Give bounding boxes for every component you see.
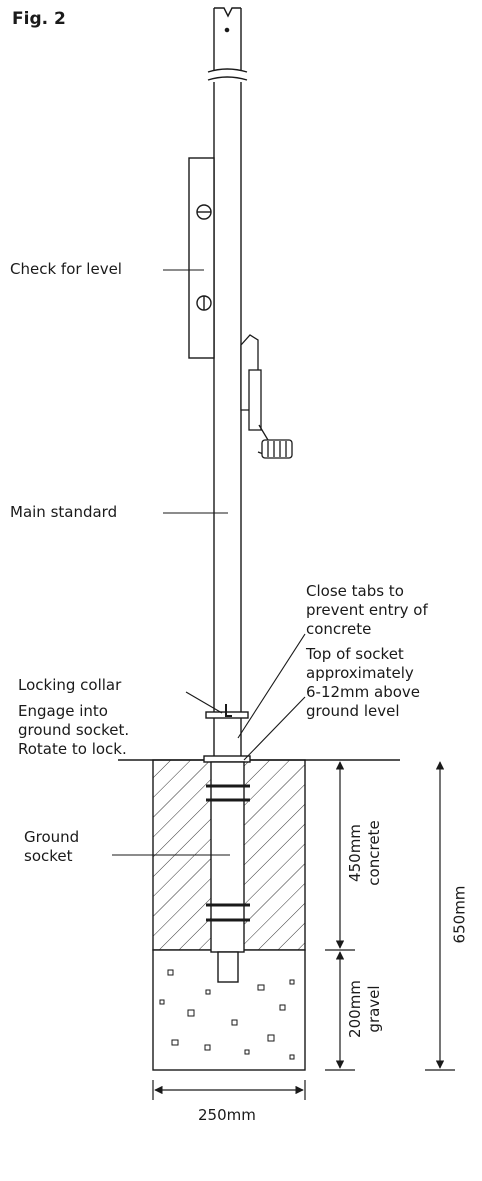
top-socket-label: Top of socket approximately 6-12mm above… (306, 645, 420, 721)
leader-lines (112, 269, 306, 856)
ground-socket (203, 755, 251, 983)
top-socket-line-4: ground level (306, 702, 400, 720)
main-standard-label: Main standard (10, 503, 118, 521)
concrete-dimension-value: 450mm (346, 824, 364, 882)
top-socket-line-1: Top of socket (306, 645, 404, 663)
engage-line-3: Rotate to lock. (18, 740, 127, 758)
concrete-dimension-material: concrete (365, 820, 383, 886)
engage-instructions: Engage into ground socket. Rotate to loc… (18, 702, 129, 759)
gravel-dimension-material: gravel (365, 985, 383, 1033)
close-tabs-line-2: prevent entry of (306, 601, 428, 619)
concrete-dimension-label: 450mm concrete (346, 813, 384, 893)
gravel-dimension-label: 200mm gravel (346, 969, 384, 1049)
ground-socket-label: Ground socket (24, 828, 79, 866)
locking-collar-label: Locking collar (18, 676, 122, 694)
dimension-lines (152, 761, 455, 1100)
ground-socket-line-2: socket (24, 847, 73, 865)
ground-socket-line-1: Ground (24, 828, 80, 846)
close-tabs-label: Close tabs to prevent entry of concrete (306, 582, 428, 639)
width-dimension-label: 250mm (198, 1106, 256, 1124)
gravel-dimension-value: 200mm (346, 980, 364, 1038)
close-tabs-line-1: Close tabs to (306, 582, 404, 600)
engage-line-2: ground socket. (18, 721, 130, 739)
close-tabs-line-3: concrete (306, 620, 372, 638)
side-bracket (240, 334, 293, 459)
locking-collar (205, 704, 249, 719)
figure-label: Fig. 2 (12, 9, 66, 29)
spirit-level (188, 157, 215, 359)
check-level-label: Check for level (10, 260, 122, 278)
top-socket-line-2: approximately (306, 664, 414, 682)
top-socket-line-3: 6-12mm above (306, 683, 421, 701)
engage-line-1: Engage into (18, 702, 108, 720)
total-depth-label: 650mm (450, 885, 469, 944)
